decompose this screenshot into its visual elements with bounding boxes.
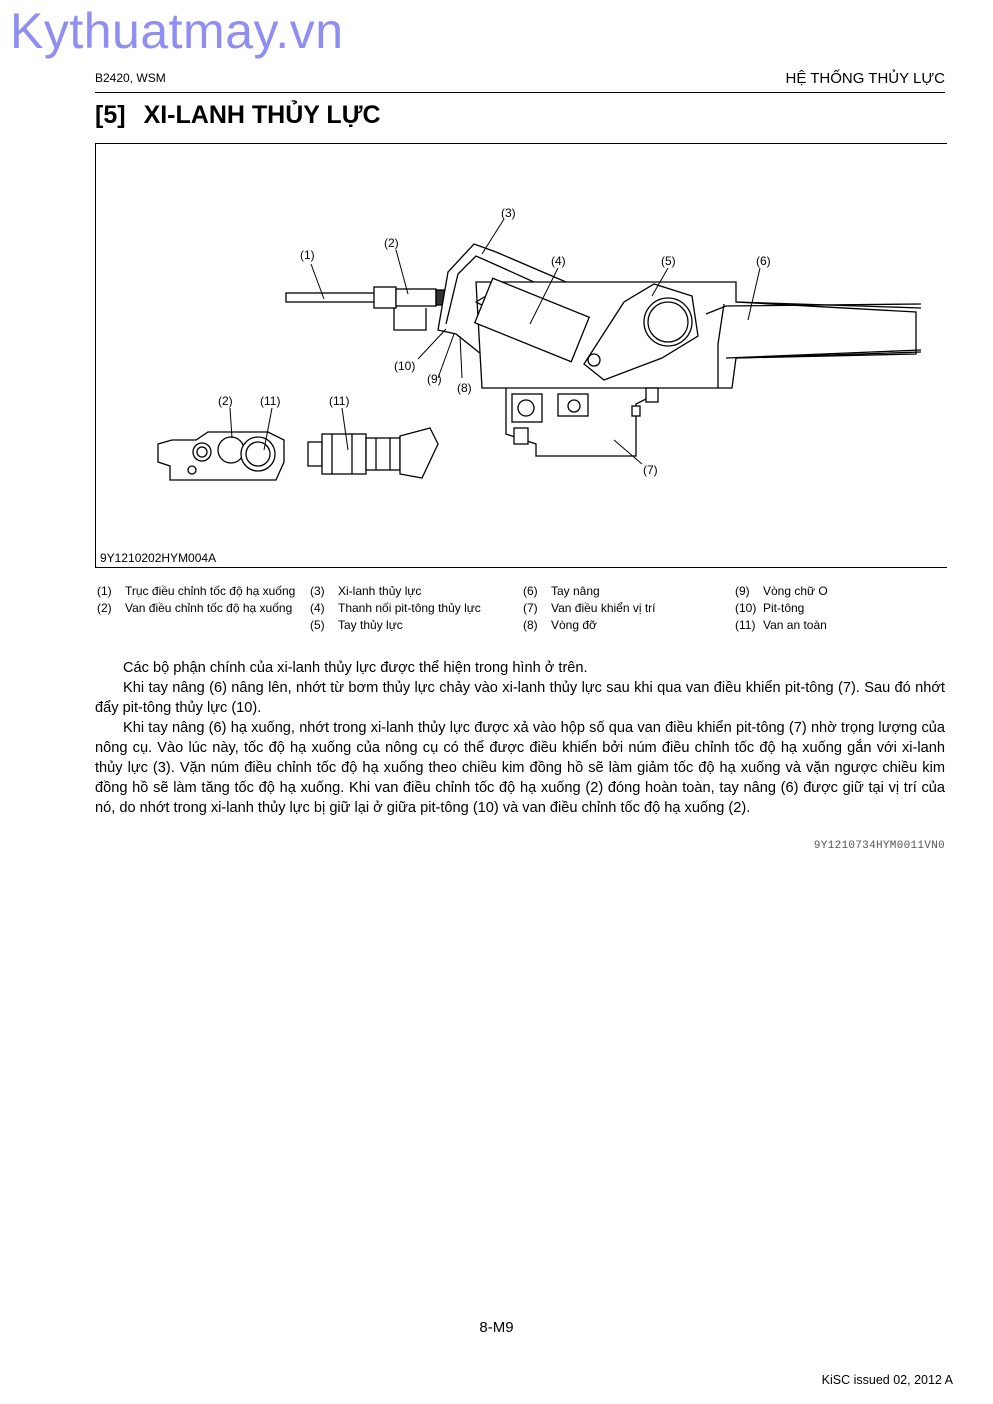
watermark: Kythuatmay.vn: [10, 3, 344, 59]
legend-item: (7)Van điều khiển vị trí: [523, 601, 656, 615]
legend-item: (4)Thanh nối pit-tông thủy lực: [310, 601, 481, 615]
legend-item: (11)Van an toàn: [735, 618, 827, 632]
figure-frame: (1) (2) (3) (4) (5) (6) (7) (8) (9) (10)…: [95, 143, 947, 568]
legend-item: (8)Vòng đỡ: [523, 618, 597, 632]
title-number: [5]: [95, 101, 126, 129]
legend-item: (3)Xi-lanh thủy lực: [310, 584, 422, 598]
legend-item: (10)Pit-tông: [735, 601, 805, 615]
legend-column-2: (3)Xi-lanh thủy lực (4)Thanh nối pit-tôn…: [310, 583, 510, 634]
legend-column-1: (1)Trục điều chỉnh tốc độ hạ xuống (2)Va…: [97, 583, 297, 617]
header-model: B2420, WSM: [95, 71, 166, 85]
document-code: 9Y1210734HYM0011VN0: [813, 840, 945, 852]
callout-7: (7): [643, 463, 658, 477]
legend-column-4: (9)Vòng chữ O (10)Pit-tông (11)Van an to…: [735, 583, 935, 634]
figure-code: 9Y1210202HYM004A: [100, 551, 217, 565]
page-title: [5] XI-LANH THỦY LỰC: [95, 101, 381, 130]
title-text: XI-LANH THỦY LỰC: [143, 101, 381, 129]
legend-item: (9)Vòng chữ O: [735, 584, 828, 598]
header-section: HỆ THỐNG THỦY LỰC: [785, 70, 945, 87]
paragraph: Khi tay nâng (6) hạ xuống, nhớt trong xi…: [95, 720, 945, 816]
callout-6: (6): [756, 254, 771, 268]
callout-5: (5): [661, 254, 676, 268]
callout-1: (1): [300, 248, 315, 262]
hydraulic-cylinder-drawing: (1) (2) (3) (4) (5) (6) (7) (8) (9) (10)…: [157, 206, 922, 481]
legend-item: (2)Van điều chỉnh tốc độ hạ xuống: [97, 601, 293, 615]
legend-column-3: (6)Tay nâng (7)Van điều khiển vị trí (8)…: [523, 583, 723, 634]
callout-9: (9): [427, 372, 442, 386]
callout-3: (3): [501, 206, 516, 220]
description-text: Các bộ phận chính của xi-lanh thủy lực đ…: [95, 658, 945, 818]
page-number: 8-M9: [479, 1319, 514, 1336]
paragraph: Khi tay nâng (6) nâng lên, nhớt từ bơm t…: [95, 680, 945, 716]
callout-4: (4): [551, 254, 566, 268]
legend-item: (5)Tay thủy lực: [310, 618, 403, 632]
issue-note: KiSC issued 02, 2012 A: [821, 1373, 953, 1387]
callout-10: (10): [394, 359, 415, 373]
callout-11-side: (11): [329, 394, 349, 408]
callout-2-detail: (2): [218, 394, 233, 408]
callout-2-main: (2): [384, 236, 399, 250]
legend-item: (6)Tay nâng: [523, 584, 600, 598]
callout-11-detail: (11): [260, 394, 280, 408]
legend-item: (1)Trục điều chỉnh tốc độ hạ xuống: [97, 584, 296, 598]
callout-8: (8): [457, 381, 472, 395]
header-rule: [95, 92, 945, 93]
paragraph: Các bộ phận chính của xi-lanh thủy lực đ…: [123, 660, 588, 676]
